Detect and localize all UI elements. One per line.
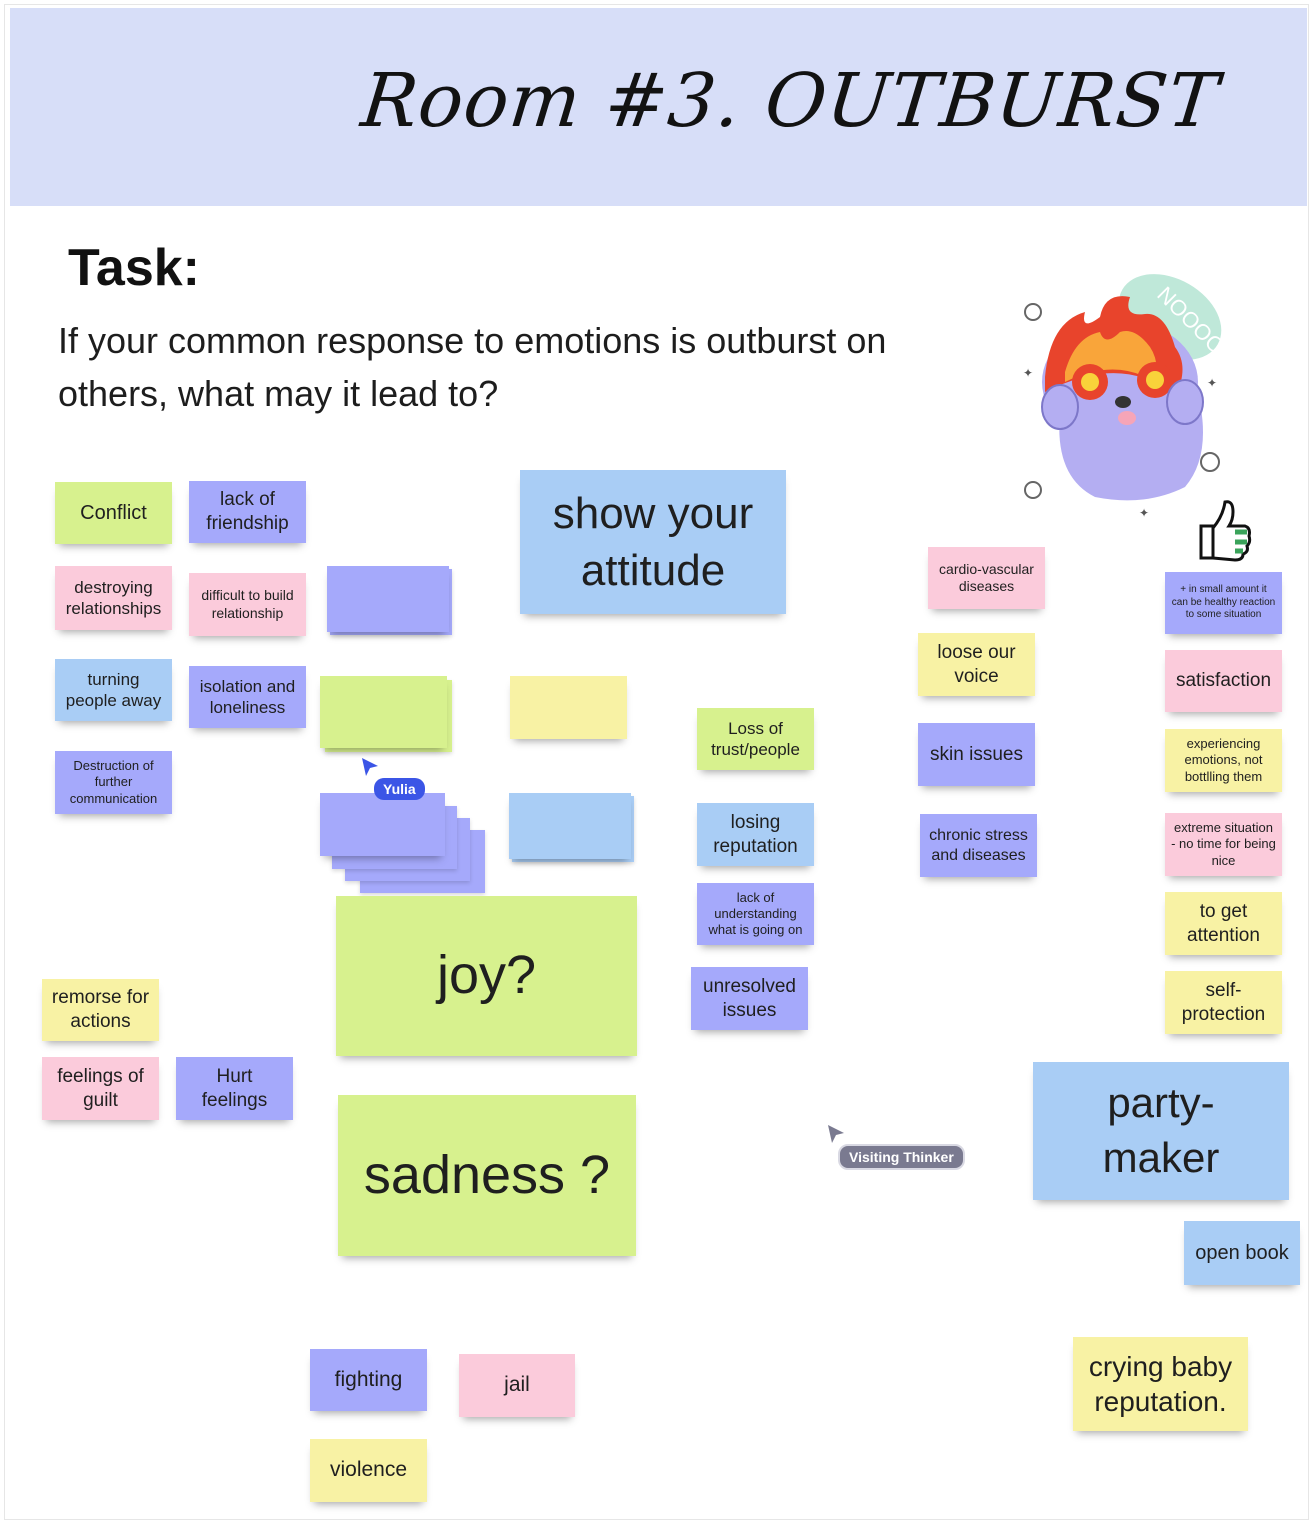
- svg-text:✦: ✦: [1023, 366, 1033, 380]
- sticky-note-text: turning people away: [65, 669, 162, 710]
- sticky-note-text: self-protection: [1181, 979, 1266, 1025]
- sticky-note-joy[interactable]: joy?: [336, 896, 637, 1056]
- sticky-note-text: unresolved issues: [703, 975, 796, 1021]
- sticky-note-text: party-maker: [1102, 1079, 1220, 1181]
- sticky-note-violence[interactable]: violence: [310, 1439, 427, 1502]
- sticky-note-chronic-stress[interactable]: chronic stress and diseases: [920, 814, 1037, 877]
- sticky-note-skin-issues[interactable]: skin issues: [918, 723, 1035, 786]
- sticky-note-text: jail: [504, 1373, 530, 1397]
- cursor-arrow-icon: [360, 756, 380, 782]
- sticky-note-to-get-attention[interactable]: to get attention: [1165, 892, 1282, 955]
- sticky-note-text: + in small amount it can be healthy reac…: [1171, 584, 1276, 621]
- sticky-note-text: Conflict: [80, 501, 147, 524]
- svg-text:✦: ✦: [1207, 376, 1217, 390]
- sticky-note-text: crying baby reputation.: [1088, 1351, 1233, 1417]
- sticky-note-text: cardio-vascular diseases: [939, 560, 1034, 595]
- sticky-note-guilt[interactable]: feelings of guilt: [42, 1057, 159, 1120]
- task-question: If your common response to emotions is o…: [58, 320, 887, 414]
- sticky-note-text: extreme situation - no time for being ni…: [1171, 820, 1276, 868]
- sticky-note-lack-of-understanding[interactable]: lack of understanding what is going on: [697, 883, 814, 945]
- blank-sticky-note[interactable]: [320, 676, 447, 748]
- sticky-note-show-your-attitude[interactable]: show your attitude: [520, 470, 786, 614]
- sticky-note-lack-of-friendship[interactable]: lack of friendship: [189, 481, 306, 543]
- blank-sticky-note[interactable]: [327, 566, 449, 632]
- sticky-note-destruction-communication[interactable]: Destruction of further communication: [55, 751, 172, 814]
- room-title: Room #3. OUTBURST: [357, 58, 1224, 144]
- sticky-note-text: skin issues: [930, 743, 1023, 765]
- sticky-note-text: Hurt feelings: [201, 1065, 268, 1111]
- blank-sticky-note[interactable]: [509, 793, 631, 859]
- sticky-note-text: satisfaction: [1175, 670, 1272, 692]
- collaborator-cursor-label: Visiting Thinker: [838, 1144, 965, 1170]
- sticky-note-text: Loss of trust/people: [711, 718, 800, 759]
- sticky-note-losing-reputation[interactable]: losing reputation: [697, 803, 814, 866]
- sticky-note-text: experiencing emotions, not bottlling the…: [1184, 736, 1263, 784]
- sticky-note-satisfaction[interactable]: satisfaction: [1165, 650, 1282, 712]
- whiteboard-canvas[interactable]: [4, 4, 1309, 1520]
- sticky-note-text: isolation and loneliness: [199, 676, 296, 717]
- sticky-note-text: destroying relationships: [65, 577, 162, 618]
- angry-cat-fire-icon[interactable]: NOOOOO ✦ ✦ ✦: [1005, 272, 1242, 522]
- sticky-note-text: sadness ?: [363, 1144, 611, 1205]
- task-heading: Task:: [68, 239, 200, 297]
- sticky-note-text: lack of understanding what is going on: [708, 889, 803, 938]
- sticky-note-text: difficult to build relationship: [201, 587, 294, 621]
- cursor-arrow-icon: [826, 1123, 846, 1149]
- sticky-note-experiencing-emotions[interactable]: experiencing emotions, not bottlling the…: [1165, 729, 1282, 792]
- sticky-note-hurt-feelings[interactable]: Hurt feelings: [176, 1057, 293, 1120]
- sticky-note-open-book[interactable]: open book: [1184, 1221, 1300, 1285]
- sticky-note-loss-of-trust[interactable]: Loss of trust/people: [697, 708, 814, 770]
- sticky-note-text: joy?: [436, 945, 537, 1006]
- sticky-note-text: remorse for actions: [51, 987, 150, 1032]
- sticky-note-crying-baby[interactable]: crying baby reputation.: [1073, 1337, 1248, 1431]
- sticky-note-text: loose our voice: [937, 641, 1016, 687]
- sticky-note-remorse[interactable]: remorse for actions: [42, 979, 159, 1041]
- sticky-note-party-maker[interactable]: party-maker: [1033, 1062, 1289, 1200]
- sticky-note-text: show your attitude: [552, 488, 754, 595]
- sticky-note-text: lack of friendship: [206, 489, 289, 534]
- title-banner: Room #3. OUTBURST: [10, 8, 1307, 206]
- sticky-note-jail[interactable]: jail: [459, 1354, 575, 1417]
- sticky-note-text: to get attention: [1187, 900, 1260, 946]
- sticky-note-small-amount-healthy[interactable]: + in small amount it can be healthy reac…: [1165, 572, 1282, 634]
- svg-text:✦: ✦: [1139, 506, 1149, 520]
- sticky-note-loose-our-voice[interactable]: loose our voice: [918, 633, 1035, 696]
- blank-sticky-note[interactable]: [320, 793, 445, 856]
- sticky-note-turning-people-away[interactable]: turning people away: [55, 659, 172, 721]
- sticky-note-text: feelings of guilt: [57, 1065, 144, 1111]
- thumbs-up-icon[interactable]: [1193, 496, 1253, 562]
- sticky-note-text: chronic stress and diseases: [929, 826, 1028, 864]
- collaborator-cursor-label: Yulia: [374, 778, 425, 800]
- blank-sticky-note[interactable]: [510, 676, 627, 739]
- sticky-note-text: losing reputation: [713, 811, 798, 857]
- sticky-note-extreme-situation[interactable]: extreme situation - no time for being ni…: [1165, 813, 1282, 876]
- sticky-note-text: fighting: [334, 1367, 403, 1391]
- sticky-note-text: open book: [1195, 1241, 1289, 1264]
- sticky-note-self-protection[interactable]: self-protection: [1165, 971, 1282, 1034]
- sticky-note-sadness[interactable]: sadness ?: [338, 1095, 636, 1256]
- sticky-note-text: violence: [329, 1458, 408, 1482]
- sticky-note-fighting[interactable]: fighting: [310, 1349, 427, 1411]
- sticky-note-unresolved-issues[interactable]: unresolved issues: [691, 967, 808, 1030]
- sticky-note-cardio-vascular[interactable]: cardio-vascular diseases: [928, 547, 1045, 609]
- sticky-note-isolation[interactable]: isolation and loneliness: [189, 666, 306, 728]
- sticky-note-difficult-to-build[interactable]: difficult to build relationship: [189, 573, 306, 636]
- sticky-note-destroying-relationships[interactable]: destroying relationships: [55, 566, 172, 630]
- sticky-note-text: Destruction of further communication: [69, 758, 158, 806]
- sticky-note-conflict[interactable]: Conflict: [55, 482, 172, 544]
